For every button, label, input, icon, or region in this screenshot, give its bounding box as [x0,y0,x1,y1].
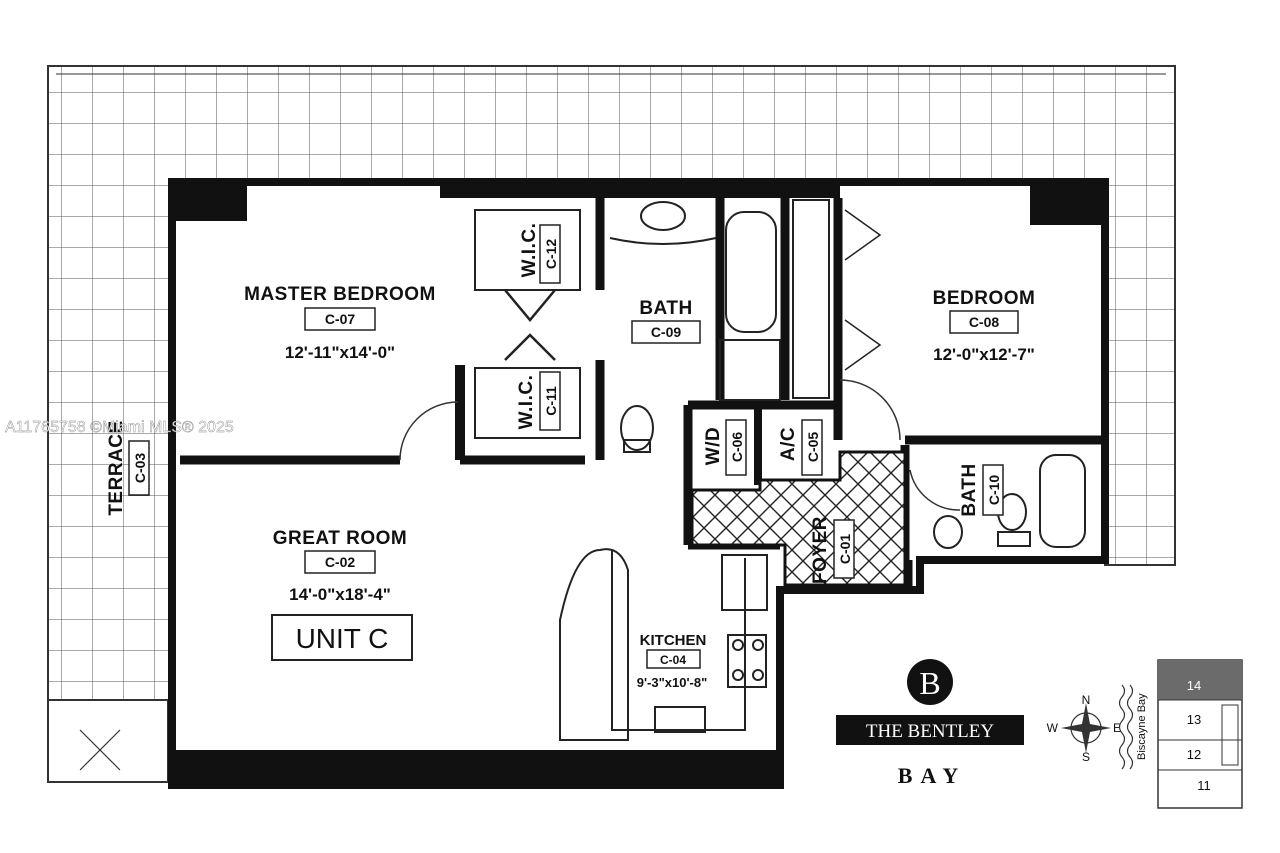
terrace-name: TERRACE [106,420,127,515]
key-plan: 14 13 12 11 [1157,659,1243,809]
wic-1-name: W.I.C. [519,223,540,278]
wd-name: W/D [703,427,724,465]
bath-2-name: BATH [959,463,980,516]
foyer-code: C-01 [837,534,853,565]
bath-2-code: C-10 [986,475,1002,506]
compass-w: W [1047,721,1059,735]
compass-n: N [1082,693,1091,707]
terrace-code: C-03 [132,453,148,484]
master-bedroom-dims: 12'-11"x14'-0" [285,343,395,362]
ac-code: C-05 [805,432,821,463]
great-room-name: GREAT ROOM [273,528,407,549]
great-room-dims: 14'-0"x18'-4" [289,585,391,604]
wd-code: C-06 [729,432,745,463]
terrace-area [47,65,1176,783]
master-bedroom-code: C-07 [325,311,356,327]
water-label: Biscayne Bay [1136,693,1148,760]
bedroom-name: BEDROOM [933,288,1036,309]
key-floor-13: 13 [1187,712,1201,727]
logo-name: THE BENTLEY [866,721,995,742]
compass-s: S [1082,750,1090,764]
bedroom-dims: 12'-0"x12'-7" [933,345,1035,364]
compass-e: E [1113,721,1121,735]
great-room-code: C-02 [325,554,356,570]
logo-letter: B [919,665,940,701]
fixtures [474,199,1086,741]
wic-1-code: C-12 [543,239,559,270]
wic-2-code: C-11 [543,386,559,416]
foyer-name: FOYER [810,516,831,584]
bedroom-code: C-08 [969,314,1000,330]
kitchen-dims: 9'-3"x10'-8" [637,675,708,690]
ac-name: A/C [778,427,799,461]
unit-label: UNIT C [296,623,389,654]
master-bedroom-name: MASTER BEDROOM [244,284,436,305]
key-floor-14: 14 [1187,678,1201,693]
wic-2-name: W.I.C. [516,375,537,430]
kitchen-code: C-04 [660,653,686,667]
key-floor-11: 11 [1197,778,1211,793]
bentley-logo: B THE BENTLEY BAY [836,659,1024,788]
mls-watermark: A11765758 ©Miami MLS® 2025 [5,419,234,436]
kitchen-name: KITCHEN [640,632,707,649]
bath-main-code: C-09 [651,324,682,340]
logo-subtitle: BAY [898,763,966,788]
key-floor-12: 12 [1187,747,1201,762]
room-labels: MASTER BEDROOM C-07 12'-11"x14'-0" BEDRO… [106,223,1035,690]
compass-icon: N S E W Biscayne Bay [1047,684,1148,770]
bath-main-name: BATH [639,298,692,319]
